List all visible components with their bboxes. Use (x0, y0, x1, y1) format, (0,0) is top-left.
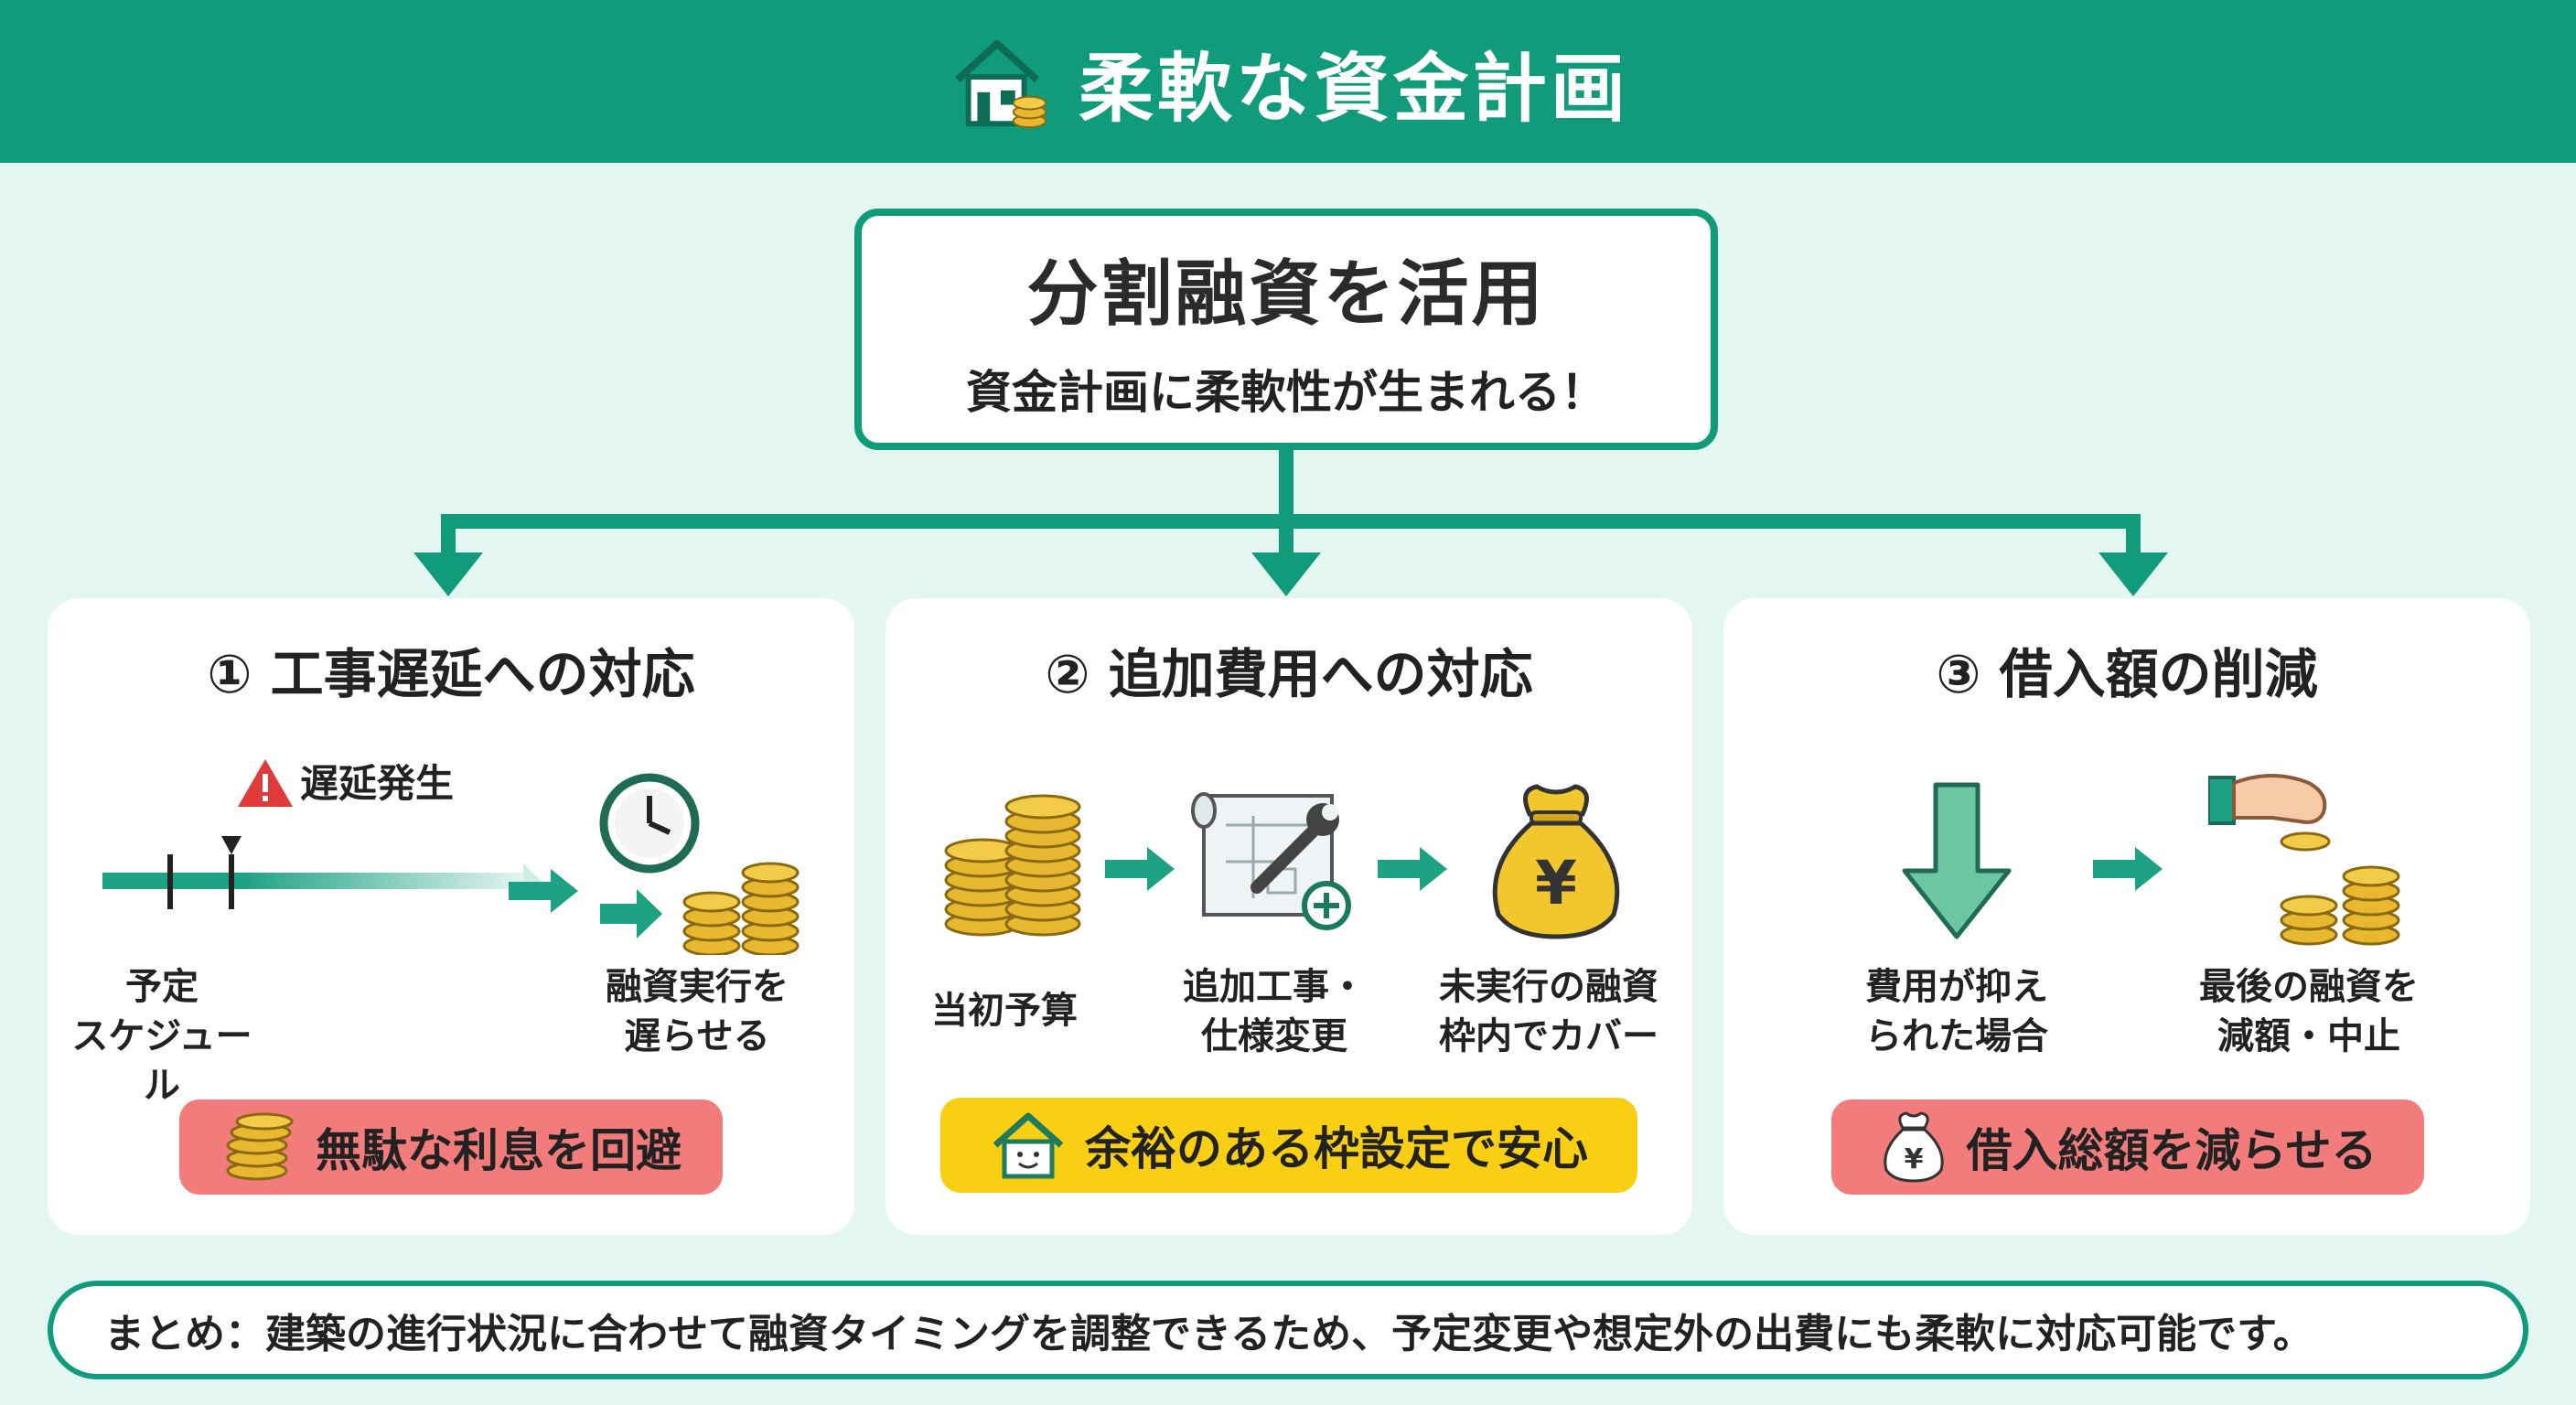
delay-warning-label: 遅延発生 (300, 761, 455, 806)
arrow-right-icon (1105, 847, 1175, 891)
delay-disbursement-label: 融資実行を 遅らせる (606, 966, 789, 1057)
panel-reduce-borrowing: ③ 借入額の削減 費用が抑え られた場合 最後の融資を 減額・中止 ¥ 借入総額… (1723, 598, 2530, 1235)
panel-title: ③ 借入額の削減 (1936, 643, 2318, 705)
warning-icon (238, 759, 293, 807)
initial-budget-label: 当初予算 (931, 990, 1078, 1032)
summary-box: まとめ：建築の進行状況に合わせて融資タイミングを調整できるため、予定変更や想定外… (48, 1281, 2528, 1379)
badge-label: 余裕のある枠設定で安心 (1085, 1122, 1588, 1175)
badge-avoid-interest: 無駄な利息を回避 (179, 1099, 723, 1195)
badge-reduce-total: ¥ 借入総額を減らせる (1831, 1099, 2424, 1195)
hero-box: 分割融資を活用 資金計画に柔軟性が生まれる！ (854, 209, 1718, 450)
blueprint-wrench-icon (1191, 792, 1351, 930)
coins-icon (226, 1112, 294, 1181)
hero-subtitle: 資金計画に柔軟性が生まれる！ (966, 366, 1606, 419)
schedule-timeline (102, 836, 542, 909)
yen-bag-icon: ¥ (1883, 1111, 1944, 1183)
unused-loan-label: 未実行の融資 枠内でカバー (1439, 966, 1658, 1057)
header-bar: 柔軟な資金計画 (0, 0, 2576, 163)
arrow-down-icon (413, 552, 483, 596)
badge-peace-of-mind: 余裕のある枠設定で安心 (940, 1098, 1637, 1193)
panel-construction-delay: ① 工事遅延への対応 遅延発生 (48, 598, 854, 1235)
smiling-house-icon (993, 1112, 1064, 1179)
yen-money-bag-icon: ¥ (1492, 784, 1620, 939)
arrow-right-icon (509, 869, 578, 913)
arrow-down-icon (2098, 552, 2168, 596)
hero-title: 分割融資を活用 (1026, 253, 1546, 336)
page-title: 柔軟な資金計画 (1078, 45, 1629, 133)
branch-lines (441, 450, 2141, 560)
coin-stacks-icon (944, 794, 1081, 937)
arrow-right-icon (2093, 847, 2163, 891)
panel-additional-costs: ② 追加費用への対応 (886, 598, 1692, 1235)
delay-marker-icon (221, 836, 242, 854)
house-coins-icon (955, 39, 1047, 129)
final-loan-label: 最後の融資を 減額・中止 (2199, 966, 2419, 1057)
branch-connectors (413, 450, 2168, 596)
clock-coins-icon (599, 773, 800, 955)
panel-title: ① 工事遅延への対応 (207, 643, 695, 705)
badge-label: 無駄な利息を回避 (316, 1124, 682, 1177)
additional-work-label: 追加工事・ 仕様変更 (1183, 966, 1366, 1057)
scheduled-label: 予定 スケジュール (71, 966, 252, 1107)
badge-label: 借入総額を減らせる (1966, 1124, 2377, 1177)
panel-title: ② 追加費用への対応 (1045, 643, 1533, 705)
arrow-right-icon (1378, 847, 1447, 891)
arrow-down-icon (1251, 552, 1321, 596)
big-down-arrow-icon (1902, 782, 2012, 939)
yen-symbol: ¥ (1904, 1143, 1923, 1175)
costs-reduced-label: 費用が抑え られた場合 (1865, 966, 2048, 1057)
hand-coins-icon (2208, 774, 2400, 946)
yen-symbol: ¥ (1535, 848, 1577, 918)
summary-text: まとめ：建築の進行状況に合わせて融資タイミングを調整できるため、予定変更や想定外… (104, 1311, 2313, 1357)
